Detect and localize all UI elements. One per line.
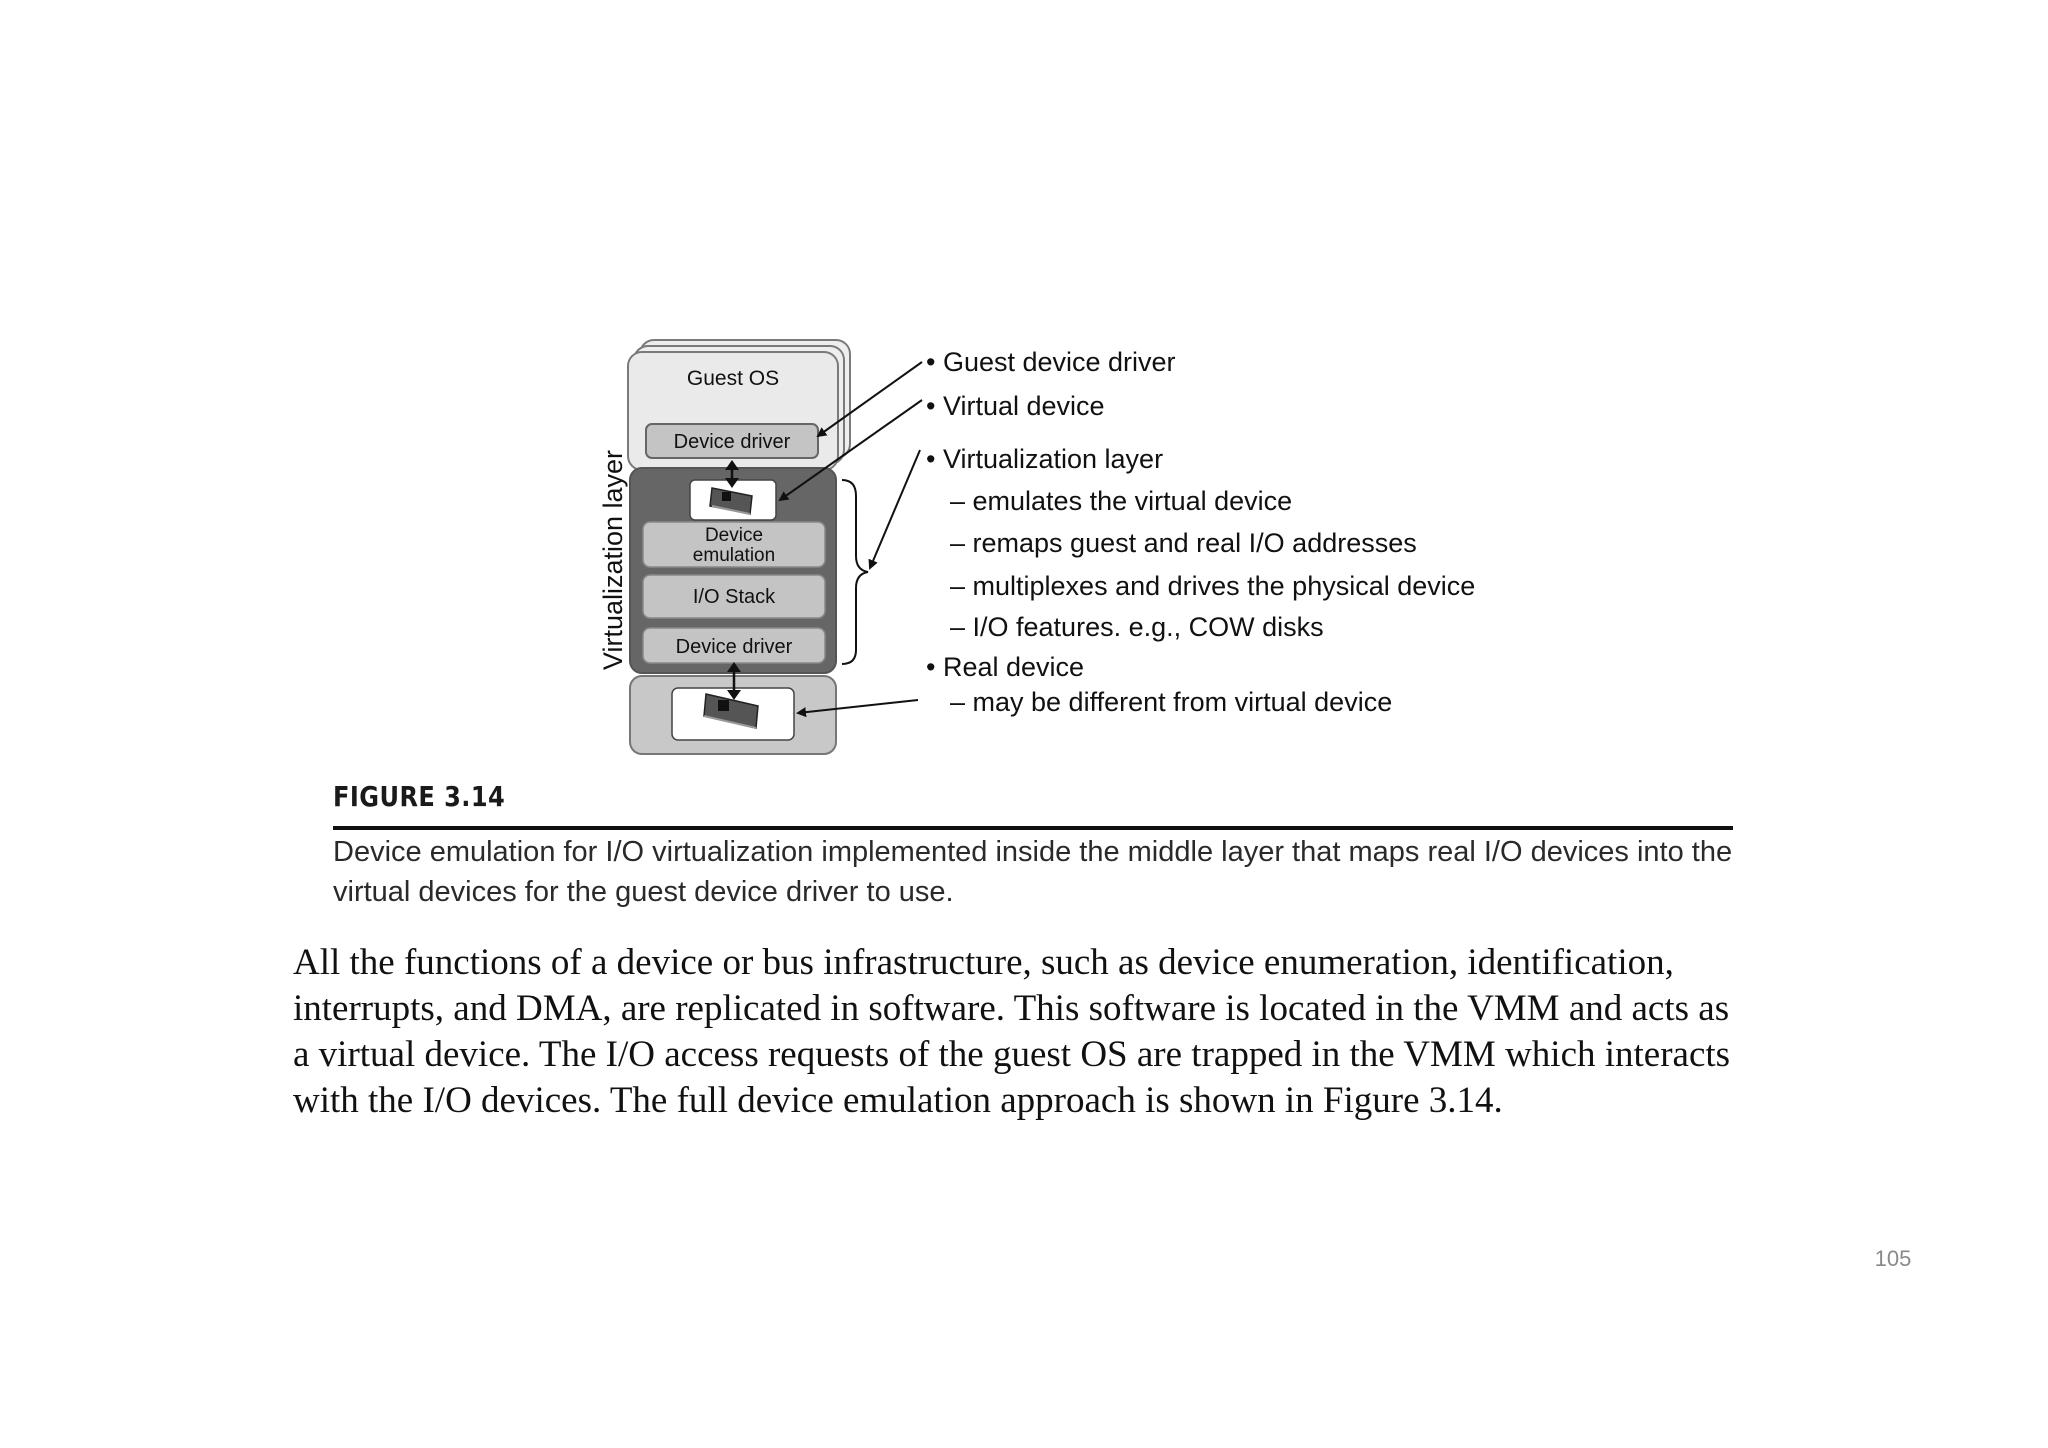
guest-driver-box — [645, 423, 819, 459]
figure-caption-text: Device emulation for I/O virtualization … — [333, 832, 1748, 912]
annotation-virtual-device: • Virtual device — [926, 391, 1105, 421]
real-device-box — [629, 675, 837, 755]
real-device-icon — [703, 693, 759, 729]
virtual-device-icon — [709, 487, 753, 515]
io-stack-box — [642, 574, 826, 619]
device-emulation-label-2: emulation — [693, 545, 775, 566]
annotation-guest-device-driver: • Guest device driver — [926, 347, 1176, 377]
annotation-multiplexes: – multiplexes and drives the physical de… — [950, 571, 1475, 601]
host-driver-label: Device driver — [676, 636, 793, 658]
annotation-virtualization-layer: • Virtualization layer — [926, 444, 1163, 474]
device-emulation-label-1: Device — [705, 525, 763, 546]
annotation-list: • Guest device driver • Virtual device •… — [926, 347, 1475, 717]
annotation-may-be-different: – may be different from virtual device — [950, 687, 1392, 717]
real-device-arrow — [796, 699, 919, 718]
driver-to-device-arrow — [725, 460, 739, 488]
body-line-2: interrupts, and DMA, are replicated in s… — [293, 988, 1730, 1029]
guest-driver-arrow — [816, 361, 923, 438]
body-line-4: with the I/O devices. The full device em… — [293, 1080, 1503, 1121]
annotation-remaps: – remaps guest and real I/O addresses — [950, 528, 1417, 558]
annotation-emulates: – emulates the virtual device — [950, 486, 1292, 516]
device-emulation-box — [642, 521, 826, 568]
layer-brace — [841, 479, 869, 665]
annotation-real-device: • Real device — [926, 652, 1084, 682]
guest-os-label: Guest OS — [687, 367, 779, 390]
annotation-io-features: – I/O features. e.g., COW disks — [950, 612, 1324, 642]
body-paragraph: All the functions of a device or bus inf… — [293, 940, 1813, 1124]
page-number: 105 — [1874, 1246, 1912, 1271]
virtualization-layer-side-label: Virtualization layer — [598, 450, 628, 670]
io-stack-label: I/O Stack — [693, 586, 776, 608]
figure-caption-line-1: Device emulation for I/O virtualization … — [333, 836, 1733, 868]
figure-caption-line-2: virtual devices for the guest device dri… — [333, 876, 954, 908]
figure-caption-title: FIGURE 3.14 — [333, 780, 506, 813]
body-line-3: a virtual device. The I/O access request… — [293, 1034, 1731, 1075]
virtual-device-arrow — [778, 399, 923, 502]
device-emulation-diagram: Guest OS Device driver Device emulation … — [598, 339, 1475, 755]
host-driver-to-real-device-arrow — [727, 662, 741, 700]
guest-os-stack: Guest OS Device driver — [627, 339, 851, 471]
guest-driver-label: Device driver — [674, 431, 791, 453]
body-line-1: All the functions of a device or bus inf… — [293, 942, 1674, 983]
figure-caption-rule — [333, 826, 1733, 830]
virtualization-layer-arrow — [868, 449, 921, 570]
virtualization-layer-box: Device emulation I/O Stack Device driver — [629, 467, 837, 674]
